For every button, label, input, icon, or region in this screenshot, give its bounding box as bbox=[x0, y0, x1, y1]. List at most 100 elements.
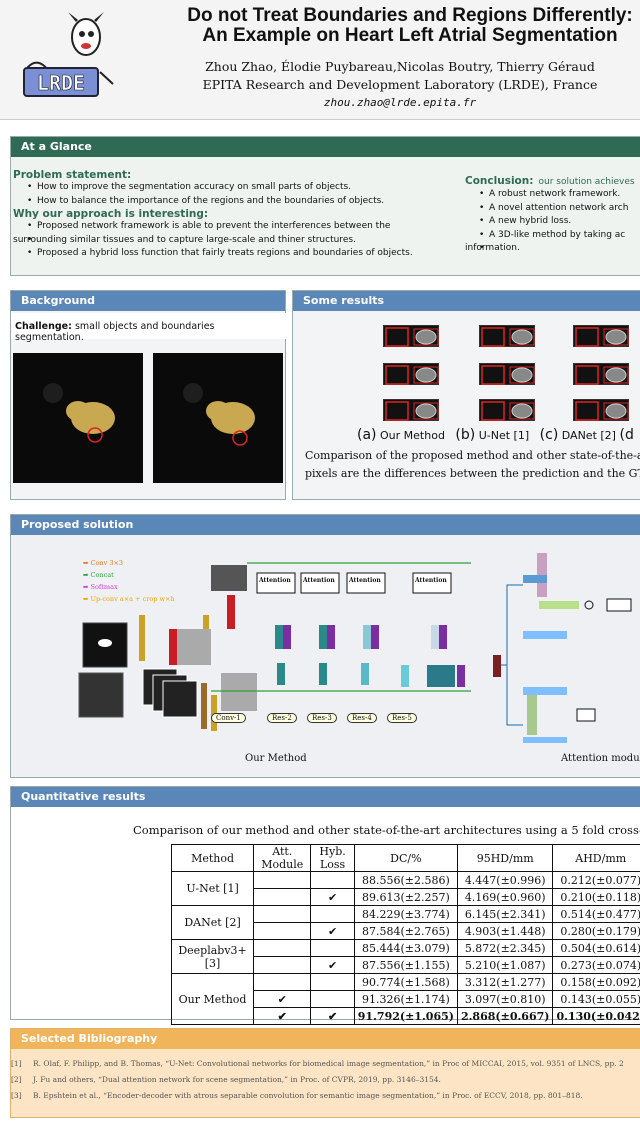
table-cell: ✔ bbox=[310, 956, 355, 974]
node-res-2: Res-2 bbox=[267, 713, 297, 723]
caption-line-2: pixels are the differences between the p… bbox=[305, 467, 640, 480]
label-d: (d bbox=[619, 427, 634, 443]
table-cell: 0.210(±0.118) bbox=[552, 888, 640, 906]
legend-upconv-text: Up-conv a×a + crop w×h bbox=[90, 595, 175, 603]
table-caption: Comparison of our method and other state… bbox=[133, 823, 640, 837]
table-cell: 87.584(±2.765) bbox=[353, 922, 458, 940]
conclusion-list: A robust network framework. A novel atte… bbox=[465, 188, 640, 256]
glance-left: Problem statement: How to improve the se… bbox=[13, 169, 453, 261]
table-cell: 89.613(±2.257) bbox=[353, 888, 458, 906]
list-item: A novel attention network arch bbox=[465, 202, 640, 216]
att-label-2: Attention bbox=[303, 577, 335, 584]
result-thumbnail bbox=[573, 363, 629, 385]
column-header: AHD/mm bbox=[552, 844, 640, 872]
list-item: Proposed a hybrid loss function that fai… bbox=[13, 247, 453, 261]
result-thumbnail bbox=[479, 325, 535, 347]
table-cell bbox=[253, 905, 312, 923]
table-row: Deeplabv3+ [3]85.444(±3.079)5.872(±2.345… bbox=[170, 939, 640, 974]
list-item: How to improve the segmentation accuracy… bbox=[13, 181, 453, 195]
table-cell: 0.504(±0.614) bbox=[552, 939, 640, 957]
table-cell: 0.280(±0.179) bbox=[552, 922, 640, 940]
table-cell: 3.097(±0.810) bbox=[456, 990, 554, 1008]
result-thumbnail bbox=[383, 325, 439, 347]
table-cell: ✔ bbox=[310, 922, 355, 940]
label-c-text: DANet [2] bbox=[561, 429, 616, 442]
attention-module-diagram bbox=[493, 553, 632, 743]
why-list: Proposed network framework is able to pr… bbox=[13, 220, 453, 261]
quant-title: Quantitative results bbox=[11, 787, 640, 807]
label-c: (c) bbox=[539, 427, 559, 443]
bib-text: J. Fu and others, “Dual attention networ… bbox=[33, 1075, 441, 1084]
list-item-cont: information. bbox=[465, 242, 640, 256]
results-title: Some results bbox=[293, 291, 640, 311]
table-cell bbox=[253, 871, 312, 889]
poster-title: Do not Treat Boundaries and Regions Diff… bbox=[130, 6, 640, 46]
table-cell: 0.158(±0.092) bbox=[552, 973, 640, 991]
list-item-text: surrounding similar tissues and to captu… bbox=[13, 234, 356, 245]
bibliography-list: [1]R. Olaf, F. Philipp, and B. Thomas, “… bbox=[11, 1056, 640, 1104]
conclusion-heading: Conclusion: bbox=[465, 175, 534, 187]
table-cell: 91.792(±1.065) bbox=[353, 1007, 458, 1025]
problem-list: How to improve the segmentation accuracy… bbox=[13, 181, 453, 208]
table-cell bbox=[310, 871, 355, 889]
bibliography-title: Selected Bibliography bbox=[11, 1029, 640, 1049]
logo-text: LRDE bbox=[37, 71, 85, 95]
mri-image-2 bbox=[153, 353, 283, 483]
table-row: ✔✔91.792(±1.065)2.868(±0.667)0.130(±0.04… bbox=[172, 1007, 640, 1025]
table-cell bbox=[253, 956, 312, 974]
table-cell: 4.169(±0.960) bbox=[456, 888, 554, 906]
table-cell: ✔ bbox=[253, 1007, 312, 1025]
node-conv-1: Conv-1 bbox=[211, 713, 246, 723]
table-cell: 85.444(±3.079) bbox=[353, 939, 458, 957]
table-cell: 88.556(±2.586) bbox=[353, 871, 458, 889]
list-item: A 3D-like method by taking ac bbox=[465, 229, 640, 243]
bib-text: B. Epshtein et al., “Encoder-decoder wit… bbox=[33, 1091, 583, 1100]
why-heading: Why our approach is interesting: bbox=[13, 208, 209, 220]
table-cell: ✔ bbox=[310, 888, 355, 906]
column-header: Att. Module bbox=[253, 844, 312, 872]
table-row: DANet [2]84.229(±3.774)6.145(±2.341)0.51… bbox=[170, 905, 640, 940]
list-item: A robust network framework. bbox=[465, 188, 640, 202]
node-res-4: Res-4 bbox=[347, 713, 377, 723]
table-cell bbox=[253, 888, 312, 906]
label-b-text: U-Net [1] bbox=[478, 429, 530, 442]
method-cell: DANet [2] bbox=[170, 905, 255, 940]
bib-entry-2: [2]J. Fu and others, “Dual attention net… bbox=[11, 1072, 640, 1088]
background-section: Background Challenge: small objects and … bbox=[10, 290, 287, 500]
table-cell bbox=[310, 939, 355, 957]
att-label-4: Attention bbox=[415, 577, 447, 584]
table-row: ✔87.556(±1.155)5.210(±1.087)0.273(±0.074… bbox=[172, 956, 640, 974]
challenge-label: Challenge: bbox=[15, 321, 72, 332]
legend-conv-text: Conv 3×3 bbox=[90, 559, 124, 567]
proposed-title: Proposed solution bbox=[11, 515, 640, 535]
table-cell: 0.143(±0.055) bbox=[552, 990, 640, 1008]
node-res-5: Res-5 bbox=[387, 713, 417, 723]
results-section: Some results (a) Our Method (b) U-Net [1… bbox=[292, 290, 640, 500]
legend-concat-text: Concat bbox=[90, 571, 114, 579]
result-thumbnail bbox=[383, 363, 439, 385]
title-line-2: An Example on Heart Left Atrial Segmenta… bbox=[202, 25, 618, 46]
column-header: Hyb. Loss bbox=[310, 844, 355, 872]
table-cell bbox=[310, 905, 355, 923]
glance-section: At a Glance Problem statement: How to im… bbox=[10, 136, 640, 276]
legend-softmax-text: Softmax bbox=[90, 583, 118, 591]
att-label-1: Attention bbox=[259, 577, 291, 584]
table-cell: 0.130(±0.042) bbox=[552, 1007, 640, 1025]
result-thumbnail bbox=[479, 399, 535, 421]
table-cell bbox=[253, 973, 312, 991]
column-header: Method bbox=[170, 844, 255, 872]
result-thumbnail bbox=[383, 399, 439, 421]
architecture-diagram bbox=[78, 562, 471, 731]
legend-upconv: ➡ Up-conv a×a + crop w×h bbox=[83, 595, 175, 603]
result-thumbnail bbox=[479, 363, 535, 385]
table-cell: 84.229(±3.774) bbox=[353, 905, 458, 923]
table-cell: 4.447(±0.996) bbox=[456, 871, 554, 889]
legend-softmax: ➡ Softmax bbox=[83, 583, 118, 591]
column-header: 95HD/mm bbox=[456, 844, 554, 872]
table-body: U-Net [1] 88.556(±2.586)4.447(±0.996)0.21… bbox=[170, 871, 640, 1025]
bib-entry-1: [1]R. Olaf, F. Philipp, and B. Thomas, “… bbox=[11, 1056, 640, 1072]
method-cell: U-Net [1] bbox=[170, 871, 255, 906]
conclusion-sub: our solution achieves bbox=[538, 177, 635, 187]
